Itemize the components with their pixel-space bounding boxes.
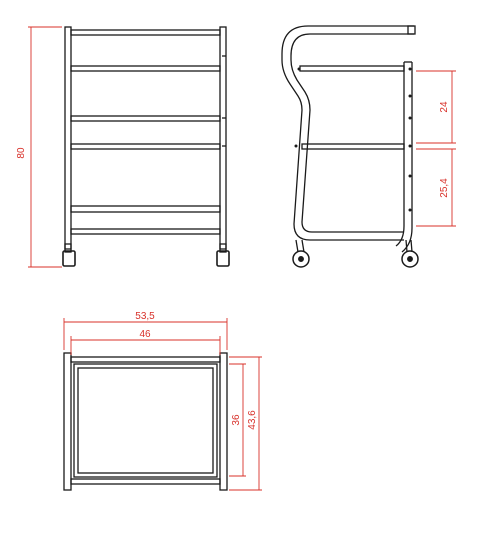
top-tray-outer [73, 363, 218, 478]
front-shelf-2 [70, 65, 221, 72]
side-handle [281, 25, 414, 241]
side-shelf-middle [301, 143, 405, 150]
front-left-upright [64, 26, 72, 250]
side-wheels [292, 250, 419, 268]
front-caster-right [216, 250, 230, 267]
front-height-dimension [28, 26, 62, 268]
side-wheel-front [292, 250, 310, 268]
front-view [62, 26, 230, 267]
top-back-bar [70, 478, 221, 485]
top-inner-depth-label: 36 [231, 414, 242, 426]
top-right-rail [219, 352, 228, 491]
top-view [63, 352, 228, 491]
top-dimensions [63, 318, 262, 491]
side-lower-gap-label: 25,4 [439, 178, 450, 198]
top-left-rail [63, 352, 72, 491]
front-shelf-bottom [70, 228, 221, 235]
front-shelf-top [70, 29, 221, 36]
side-view [281, 25, 416, 253]
side-rivets [294, 67, 412, 212]
front-height-label: 80 [16, 147, 27, 159]
top-outer-depth-label: 43,6 [247, 410, 258, 430]
side-dimensions [416, 70, 456, 227]
top-front-bar [70, 356, 221, 363]
side-rear-upright [395, 62, 405, 247]
front-shelf-3 [70, 115, 221, 122]
side-upper-gap-label: 24 [439, 101, 450, 113]
side-shelf-top [299, 65, 405, 72]
front-caster-left-stem [64, 243, 72, 253]
top-outer-width-label: 53,5 [135, 311, 155, 322]
side-wheel-rear [401, 250, 419, 268]
front-shelf-4 [70, 143, 221, 150]
top-inner-width-label: 46 [139, 329, 151, 340]
front-right-upright [219, 26, 227, 250]
front-shelf-5 [70, 205, 221, 213]
top-tray-inner [77, 367, 214, 474]
front-caster-right-stem [219, 243, 227, 253]
front-caster-left [62, 250, 76, 267]
